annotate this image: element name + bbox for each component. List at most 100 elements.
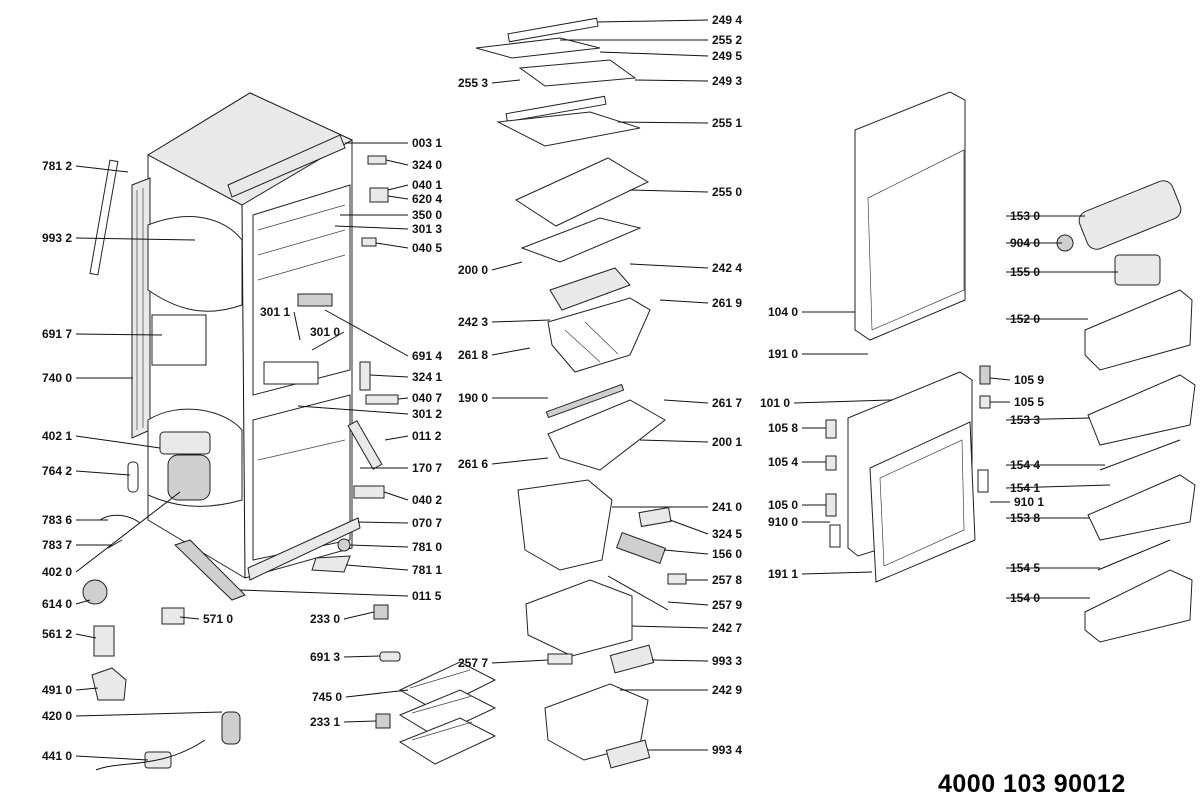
- leader-line-301-1: [293, 311, 301, 341]
- part-label-402-0: 402 0: [41, 565, 72, 579]
- part-label-154-5: 154 5: [1010, 561, 1041, 575]
- part-label-249-5: 249 5: [712, 49, 743, 63]
- leader-line-781-0: [349, 544, 409, 548]
- leader-line-301-3: [334, 225, 409, 230]
- part-label-571-0: 571 0: [203, 612, 234, 626]
- part-label-242-3: 242 3: [457, 315, 488, 329]
- part-label-614-0: 614 0: [41, 597, 72, 611]
- leader-line-764-2: [75, 470, 131, 476]
- leader-line-441-0: [75, 755, 149, 761]
- leader-line-614-0: [75, 599, 91, 605]
- cabinet-body: [131, 92, 361, 601]
- part-label-491-0: 491 0: [41, 683, 72, 697]
- part-label-910-1: 910 1: [1014, 495, 1045, 509]
- leader-line-153-3: [1005, 417, 1091, 421]
- part-label-745-0: 745 0: [311, 690, 342, 704]
- leader-line-781-2: [75, 165, 129, 173]
- part-label-324-5: 324 5: [712, 527, 743, 541]
- leader-line-491-0: [75, 687, 99, 691]
- part-label-241-0: 241 0: [712, 500, 743, 514]
- part-label-040-7: 040 7: [412, 391, 443, 405]
- part-label-781-0: 781 0: [412, 540, 443, 554]
- leader-line-402-0: [75, 491, 181, 573]
- shelves-and-drawers: [475, 17, 687, 769]
- part-label-040-1: 040 1: [412, 178, 443, 192]
- leader-line-154-1: [1005, 484, 1111, 489]
- part-label-255-0: 255 0: [712, 185, 743, 199]
- part-label-105-9: 105 9: [1014, 373, 1045, 387]
- part-label-011-2: 011 2: [412, 429, 442, 443]
- part-label-154-0: 154 0: [1010, 591, 1041, 605]
- leader-line-324-5: [669, 519, 709, 535]
- part-label-190-0: 190 0: [457, 391, 488, 405]
- part-label-261-9: 261 9: [712, 296, 743, 310]
- part-label-191-0: 191 0: [767, 347, 798, 361]
- part-label-261-8: 261 8: [457, 348, 488, 362]
- part-label-070-7: 070 7: [412, 516, 443, 530]
- leader-line-261-8: [491, 347, 531, 356]
- leader-line-261-7: [663, 399, 709, 404]
- leader-line-745-0: [345, 689, 409, 698]
- part-label-152-0: 152 0: [1010, 312, 1041, 326]
- leader-line-571-0: [179, 616, 200, 620]
- leader-line-255-3: [491, 79, 521, 84]
- part-label-105-0: 105 0: [767, 498, 798, 512]
- leader-line-420-0: [75, 711, 223, 717]
- part-label-324-1: 324 1: [412, 370, 443, 384]
- leader-line-105-9: [989, 377, 1011, 381]
- part-label-104-0: 104 0: [767, 305, 798, 319]
- part-label-620-4: 620 4: [412, 192, 443, 206]
- leader-line-255-1: [617, 121, 709, 124]
- part-label-255-3: 255 3: [457, 76, 488, 90]
- part-illustrations: [82, 17, 1196, 771]
- part-label-105-4: 105 4: [767, 455, 798, 469]
- part-label-154-1: 154 1: [1010, 481, 1041, 495]
- leader-line-233-1: [343, 720, 377, 723]
- part-label-170-7: 170 7: [412, 461, 443, 475]
- leader-line-301-2: [297, 405, 409, 415]
- leader-line-233-0: [343, 611, 375, 620]
- leader-line-040-7: [397, 397, 409, 400]
- leader-line-249-3: [634, 79, 709, 82]
- part-label-561-2: 561 2: [41, 627, 72, 641]
- part-label-691-3: 691 3: [309, 650, 340, 664]
- part-label-249-4: 249 4: [712, 13, 743, 27]
- part-label-200-0: 200 0: [457, 263, 488, 277]
- leader-line-040-5: [375, 242, 409, 249]
- leader-line-993-2: [75, 237, 196, 241]
- part-label-301-3: 301 3: [412, 222, 443, 236]
- part-label-242-4: 242 4: [712, 261, 743, 275]
- leader-line-691-7: [75, 333, 163, 336]
- leader-line-402-1: [75, 435, 161, 449]
- compressor: [82, 159, 241, 771]
- leader-line-324-0: [385, 159, 409, 166]
- part-label-242-9: 242 9: [712, 683, 743, 697]
- part-label-233-1: 233 1: [309, 715, 340, 729]
- part-label-255-2: 255 2: [712, 33, 743, 47]
- leader-line-191-1: [801, 571, 873, 575]
- part-label-105-5: 105 5: [1014, 395, 1045, 409]
- part-label-233-0: 233 0: [309, 612, 340, 626]
- leader-line-324-1: [369, 374, 409, 378]
- part-label-301-0: 301 0: [309, 325, 340, 339]
- leader-line-242-3: [491, 319, 551, 323]
- part-label-156-0: 156 0: [712, 547, 743, 561]
- document-number: 4000 103 90012: [938, 770, 1126, 798]
- part-label-764-2: 764 2: [41, 464, 72, 478]
- part-label-350-0: 350 0: [412, 208, 443, 222]
- leader-line-156-0: [663, 549, 709, 555]
- part-label-261-6: 261 6: [457, 457, 488, 471]
- part-label-324-0: 324 0: [412, 158, 443, 172]
- part-label-993-4: 993 4: [712, 743, 743, 757]
- leader-line-040-1: [387, 184, 409, 191]
- part-label-402-1: 402 1: [41, 429, 72, 443]
- leader-line-993-3: [651, 659, 709, 662]
- part-label-261-7: 261 7: [712, 396, 743, 410]
- doors: [847, 91, 976, 583]
- part-label-200-1: 200 1: [712, 435, 743, 449]
- part-label-783-6: 783 6: [41, 513, 72, 527]
- part-label-301-1: 301 1: [259, 305, 290, 319]
- leader-line-301-0: [311, 331, 345, 351]
- leader-line-101-0: [793, 399, 893, 404]
- part-label-257-7: 257 7: [457, 656, 488, 670]
